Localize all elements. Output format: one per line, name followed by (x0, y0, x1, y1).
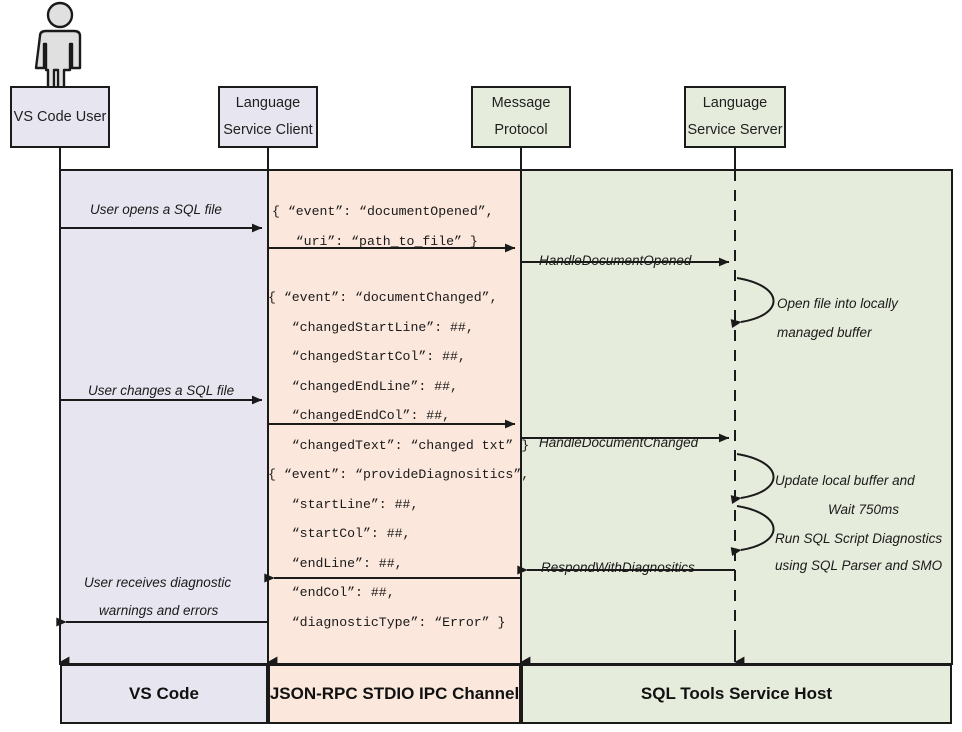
message-arrows (56, 223, 735, 627)
footer-band-service-label: SQL Tools Service Host (640, 684, 833, 703)
message-user-receives-line1: User receives diagnostic (84, 575, 232, 590)
note-run-diagnostics-line2: using SQL Parser and SMO (775, 558, 943, 573)
lifeline-header-ls-server[interactable]: Language Service Server (684, 86, 786, 148)
message-handle-document-changed: HandleDocumentChanged (539, 435, 699, 450)
note-open-file-line1: Open file into locally (777, 296, 898, 311)
loop-run-diagnostics (730, 505, 775, 556)
payload-provide-diagnostics: { “event”: “provideDiagnositics”, “start… (268, 467, 530, 630)
payload-document-changed: { “event”: “documentChanged”, “changedSt… (268, 290, 530, 453)
lifeline-header-ls-client-line1: Language (235, 95, 301, 112)
lifeline-header-ls-client-line2: Service Client (223, 122, 313, 138)
footer-band-ipc[interactable]: JSON-RPC STDIO IPC Channel (268, 664, 521, 724)
lifeline-header-msg-protocol-line2: Protocol (494, 122, 548, 138)
footer-band-ipc-label: JSON-RPC STDIO IPC Channel (269, 684, 520, 703)
message-handle-document-opened: HandleDocumentOpened (539, 253, 692, 268)
note-open-file-line2: managed buffer (777, 325, 872, 340)
footer-band-vscode-label: VS Code (129, 684, 199, 703)
lifeline-header-ls-server-line1: Language (702, 95, 768, 112)
band-vscode (59, 169, 269, 665)
loop-update-buffer (730, 453, 775, 504)
payload-document-opened: { “event”: “documentOpened”, “uri”: “pat… (272, 204, 494, 249)
band-service (520, 169, 953, 665)
lifeline-header-vscode-user[interactable]: VS Code User (10, 86, 110, 148)
note-run-diagnostics-line1: Run SQL Script Diagnostics (775, 531, 943, 546)
message-user-changes: User changes a SQL file (88, 383, 235, 398)
lifeline-header-msg-protocol-line1: Message (491, 95, 551, 112)
message-user-opens: User opens a SQL file (90, 202, 222, 217)
self-call-loops (730, 277, 775, 556)
lifeline-header-ls-client[interactable]: Language Service Client (218, 86, 318, 148)
note-update-buffer-line2: Wait 750ms (828, 502, 900, 517)
loop-open-file (730, 277, 775, 328)
lifeline-header-ls-server-line2: Service Server (687, 122, 783, 138)
message-respond-with-diagnostics: RespondWithDiagnositics (541, 560, 695, 575)
lifeline-header-msg-protocol[interactable]: Message Protocol (471, 86, 571, 148)
footer-band-vscode[interactable]: VS Code (60, 664, 268, 724)
message-user-receives-line2: warnings and errors (99, 603, 219, 618)
note-update-buffer-line1: Update local buffer and (775, 473, 915, 488)
footer-band-service[interactable]: SQL Tools Service Host (521, 664, 952, 724)
band-ipc (267, 169, 522, 665)
lifeline-header-vscode-user-line1: VS Code User (13, 108, 107, 125)
actor-stick-figure (34, 1, 82, 100)
